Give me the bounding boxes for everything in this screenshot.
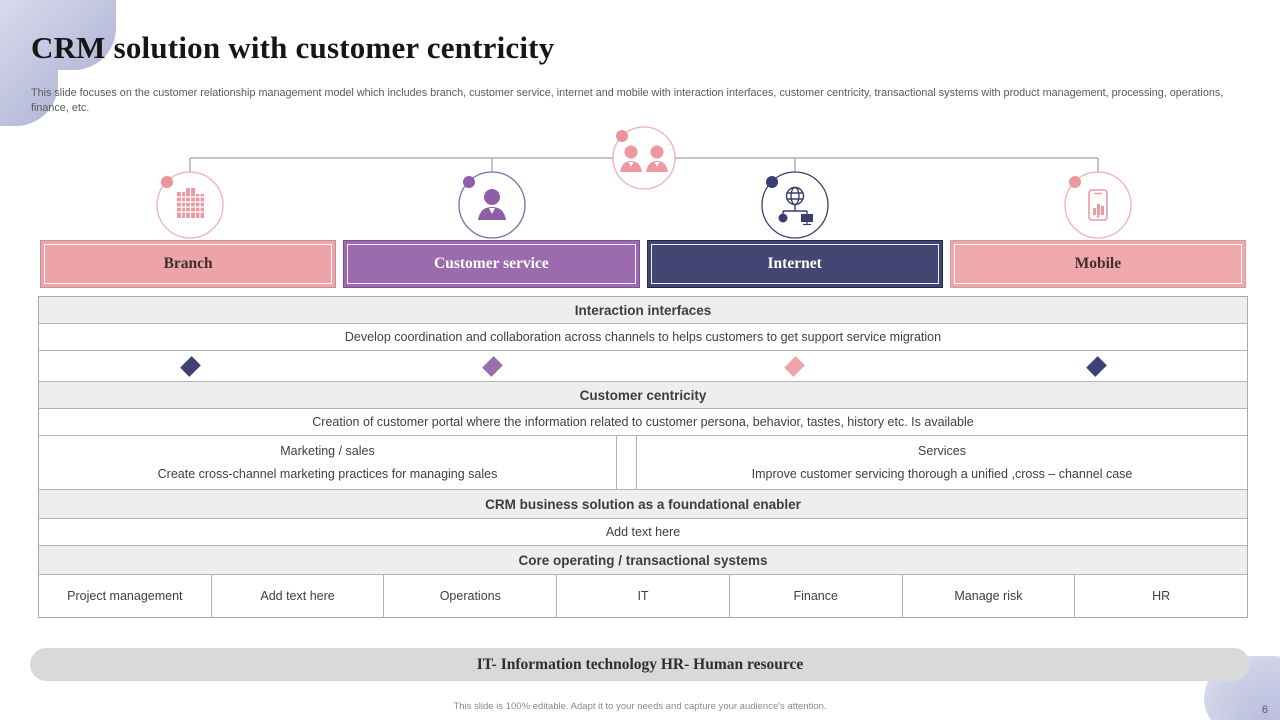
row-customer-centricity-text: Creation of customer portal where the in… (39, 409, 1247, 436)
diamond-slot (945, 355, 1247, 377)
band-branch-label: Branch (163, 255, 213, 272)
customers-icon (620, 145, 668, 172)
internet-dot (766, 176, 778, 188)
building-icon (177, 188, 204, 218)
row-marketing-services: Marketing / sales Create cross-channel m… (39, 436, 1247, 490)
page-title: CRM solution with customer centricity (31, 30, 555, 65)
diamond-slot (341, 355, 643, 377)
abbreviation-legend: IT- Information technology HR- Human res… (30, 648, 1250, 681)
channel-bands: Branch Customer service Internet Mobile (40, 240, 1246, 288)
page-number: 6 (1261, 704, 1268, 716)
customers-hub-circle (612, 126, 676, 190)
mobile-dot (1069, 176, 1081, 188)
customer-service-circle (458, 171, 526, 239)
branch-dot (161, 176, 173, 188)
corner-decoration-top-left-2 (0, 0, 58, 126)
cell-project-management: Project management (39, 575, 212, 617)
band-customer-service: Customer service (343, 240, 640, 288)
diamond-marker-customer-service (481, 355, 503, 377)
channel-diagram (156, 126, 1132, 239)
row-interaction-interfaces: Interaction interfaces (39, 297, 1247, 324)
marketing-sales-title: Marketing / sales (280, 444, 375, 459)
band-internet-label: Internet (767, 255, 822, 272)
row-core-operating-systems: Core operating / transactional systems (39, 546, 1247, 575)
marketing-sales-cell: Marketing / sales Create cross-channel m… (39, 436, 617, 489)
marketing-sales-text: Create cross-channel marketing practices… (157, 466, 498, 481)
diamond-marker-internet (783, 355, 805, 377)
diamond-marker-branch (179, 355, 201, 377)
band-internet: Internet (646, 240, 943, 288)
cell-finance: Finance (730, 575, 903, 617)
services-text: Improve customer servicing thorough a un… (751, 466, 1133, 481)
customer-service-dot (463, 176, 475, 188)
row-add-text-here: Add text here (39, 519, 1247, 546)
smartphone-icon (1088, 189, 1108, 221)
column-divider (617, 436, 637, 489)
internet-circle (761, 171, 829, 239)
mobile-circle (1064, 171, 1132, 239)
cell-hr: HR (1152, 589, 1171, 603)
diamond-marker-mobile (1085, 355, 1107, 377)
band-mobile: Mobile (949, 240, 1246, 288)
globe-network-icon (778, 186, 813, 226)
cell-it: IT (557, 575, 730, 617)
person-icon (478, 189, 506, 220)
services-cell: Services Improve customer servicing thor… (637, 436, 1247, 489)
customers-dot (616, 130, 628, 142)
cell-operations: Operations (384, 575, 558, 617)
diamond-slot (39, 355, 341, 377)
row-crm-business-solution: CRM business solution as a foundational … (39, 490, 1247, 519)
row-interaction-text: Develop coordination and collaboration a… (39, 324, 1247, 351)
diamond-slot (643, 355, 945, 377)
services-title: Services (918, 444, 966, 459)
cell-add-text-here: Add text here (212, 575, 385, 617)
row-customer-centricity: Customer centricity (39, 382, 1247, 409)
row-diamond-markers (39, 351, 1247, 382)
band-customer-service-label: Customer service (434, 255, 549, 272)
crm-matrix-table: Interaction interfaces Develop coordinat… (38, 296, 1248, 618)
cell-manage-risk: Manage risk (903, 575, 1076, 617)
band-mobile-label: Mobile (1074, 255, 1122, 272)
branch-circle (156, 171, 224, 239)
editable-footnote: This slide is 100% editable. Adapt it to… (453, 701, 827, 712)
row-transactional-cells: Project management Add text here Operati… (39, 575, 1247, 617)
slide-description: This slide focuses on the customer relat… (31, 87, 1224, 114)
band-branch: Branch (40, 240, 337, 288)
